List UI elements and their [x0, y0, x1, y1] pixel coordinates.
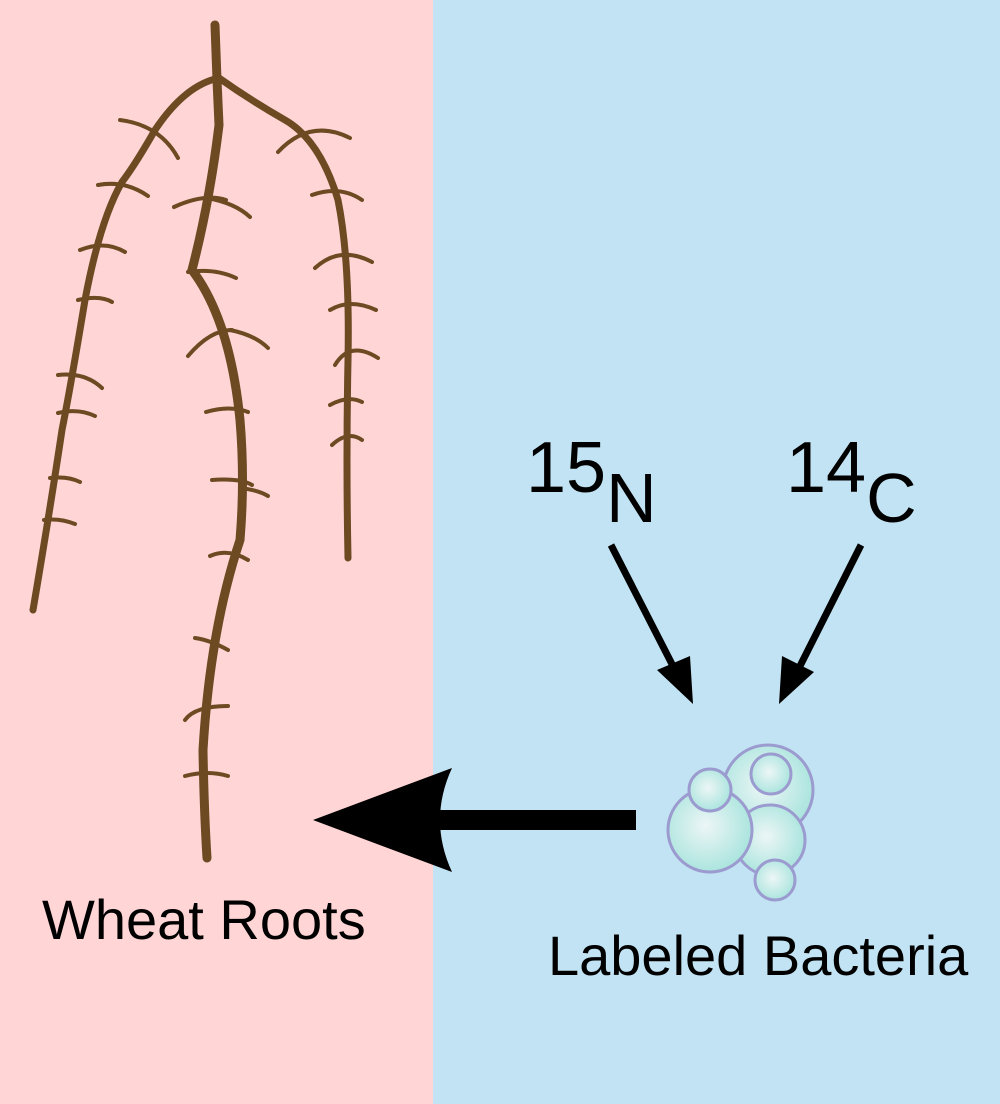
transfer-arrow-head: [313, 768, 452, 872]
arrow-15n-shaft: [607, 543, 679, 672]
transfer-arrow-shaft: [420, 810, 636, 830]
labeled-bacteria-cluster: [666, 743, 815, 902]
bacterium: [687, 767, 733, 813]
root-hairs-left: [42, 118, 180, 526]
isotope-arrows: [607, 543, 865, 704]
wheat-roots-illustration: [29, 20, 380, 863]
arrow-14c-head: [779, 656, 814, 704]
bacterium: [749, 752, 793, 796]
root-center: [187, 20, 247, 863]
bacteria-zone-panel: [433, 0, 1000, 1104]
bacterium: [753, 858, 797, 902]
isotope-mass: 15: [526, 428, 607, 508]
root-hairs-center: [172, 195, 270, 778]
isotope-element: C: [866, 459, 917, 537]
arrow-15n-head: [657, 656, 693, 704]
isotope-element: N: [606, 459, 657, 537]
wheat-roots-label: Wheat Roots: [42, 888, 366, 951]
arrow-14c-shaft: [794, 543, 865, 672]
isotope-mass: 14: [786, 428, 867, 508]
root-left: [29, 74, 223, 614]
transfer-arrow-to-roots: [313, 768, 636, 872]
isotope-label-carbon: 14C: [786, 428, 917, 537]
labeled-bacteria-label: Labeled Bacteria: [548, 924, 969, 987]
root-right: [215, 74, 352, 562]
root-hairs-right: [276, 128, 380, 447]
isotope-label-nitrogen: 15N: [526, 428, 657, 537]
